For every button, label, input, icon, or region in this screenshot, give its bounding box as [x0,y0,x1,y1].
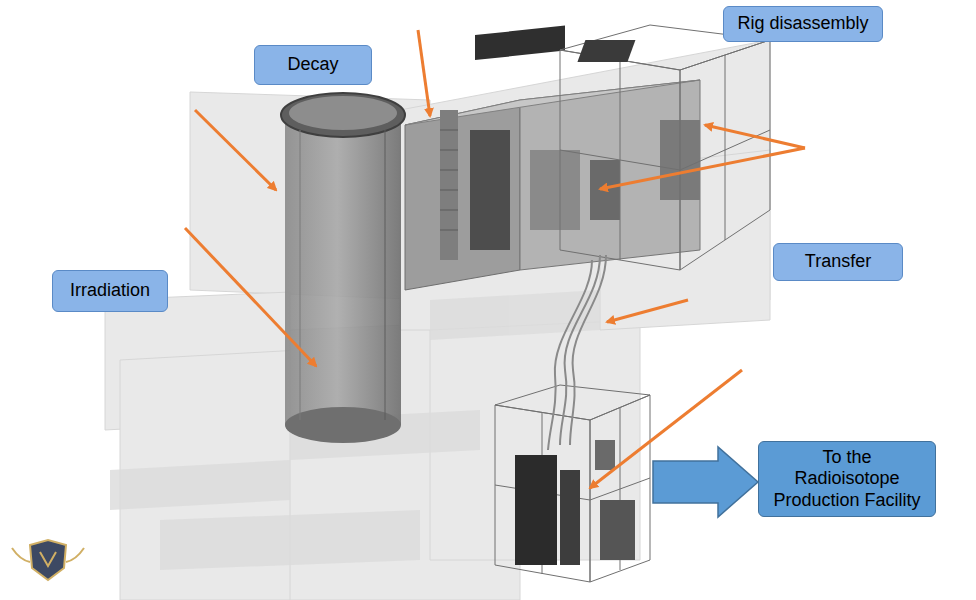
pool-cylinder [281,93,405,443]
cabinets [515,440,635,565]
node-label: Irradiation [70,280,150,302]
stage-box: Rig disassembly [723,6,883,42]
node-label: Decay [287,54,338,76]
stage-box: Transfer [773,243,903,281]
node-label: To the Radioisotope Production Facility [769,447,925,512]
wireframe [495,25,770,582]
leader-arrows [185,30,805,488]
concrete-blocks [105,40,770,600]
stage-box: Decay [254,45,372,85]
node-label: Rig disassembly [737,13,868,35]
transfer-tubes [548,255,606,450]
hot-cell [405,26,700,290]
destination-box: To the Radioisotope Production Facility [758,441,936,517]
stage-box: Irradiation [52,270,168,312]
block-arrow [653,447,758,517]
watermark-logo [12,540,84,580]
node-label: Transfer [805,251,871,273]
